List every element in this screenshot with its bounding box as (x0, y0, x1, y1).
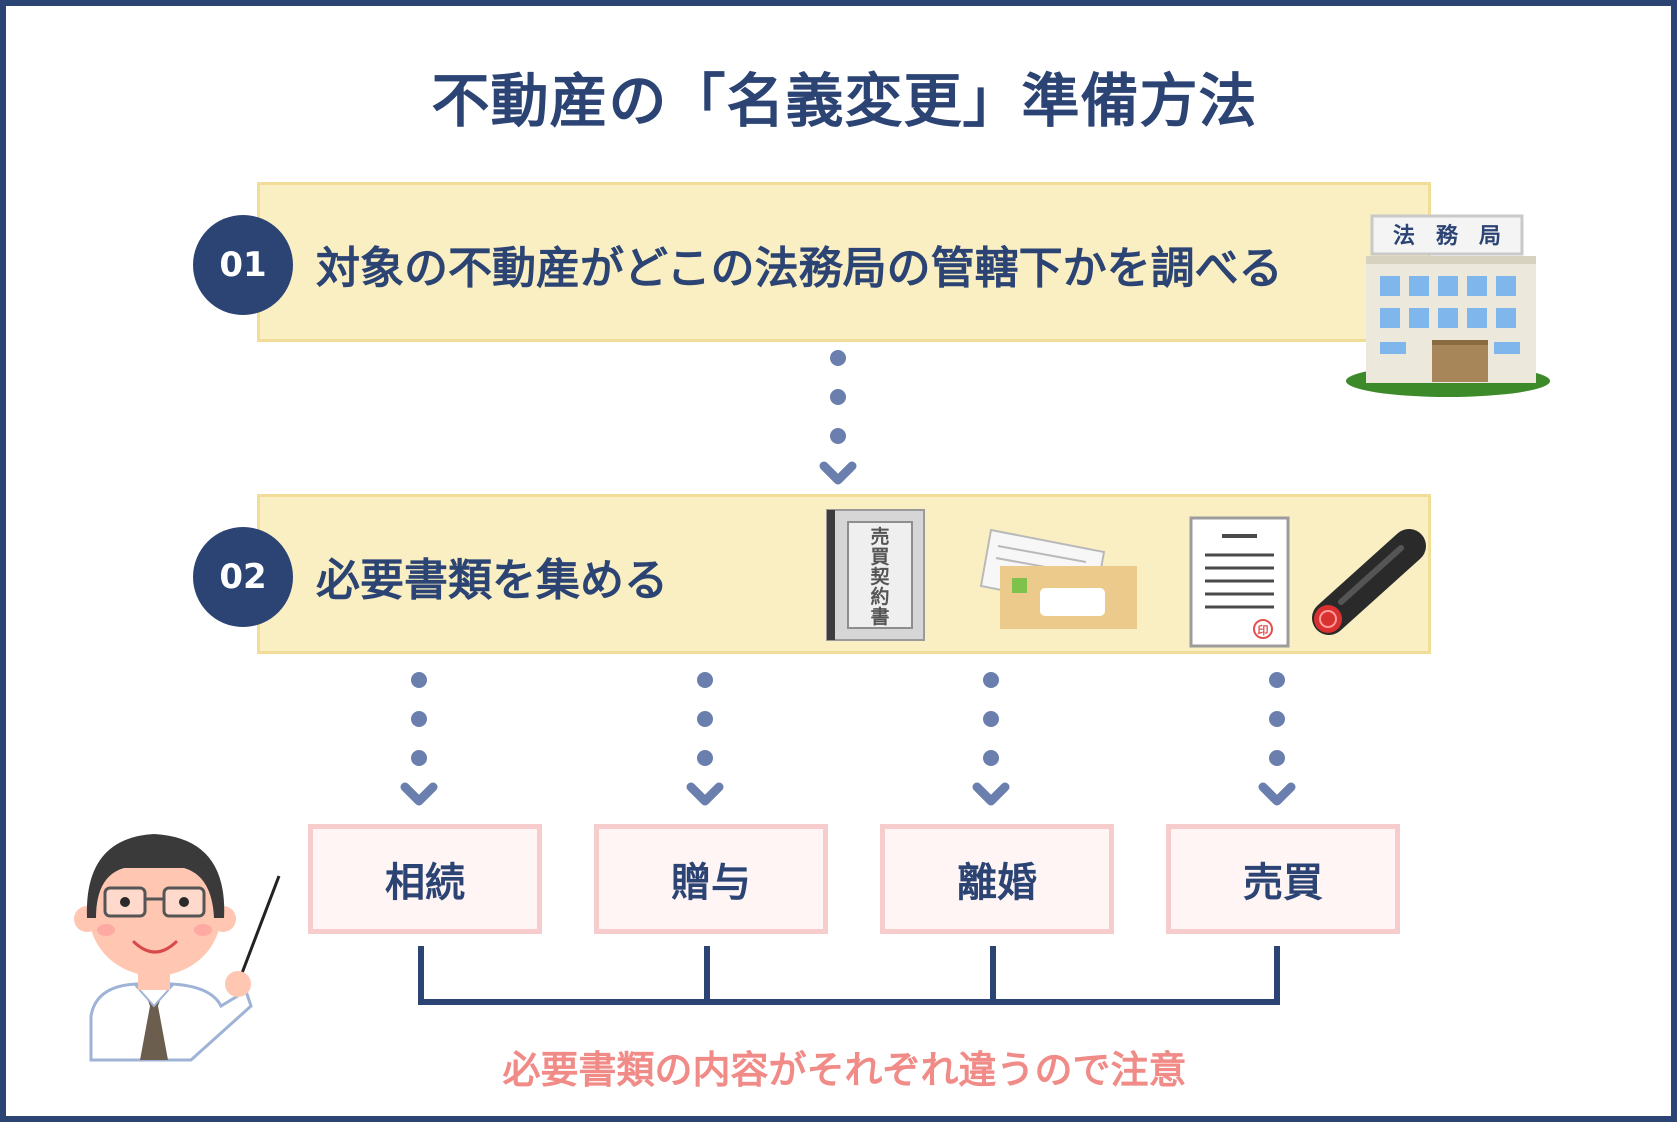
graphics-layer: 法 務 局 売 買 契 約 書 (74, 214, 1550, 1062)
envelope-icon (979, 528, 1137, 629)
case-divorce: 離婚 (880, 824, 1114, 934)
contract-label-char: 売 (870, 525, 889, 548)
step-2-text: 必要書類を集める (316, 555, 668, 606)
step-2-number: 02 (193, 527, 293, 627)
contract-label-char: 買 (870, 546, 889, 568)
contract-label-char: 約 (870, 585, 889, 608)
connector-case-1 (400, 672, 438, 806)
page-title: 不動産の「名義変更」準備方法 (431, 67, 1258, 135)
connector-case-3 (972, 672, 1010, 806)
connector-step1-step2 (819, 350, 857, 485)
caution-note: 必要書類の内容がそれぞれ違うので注意 (502, 1048, 1187, 1092)
hanko-stamp-icon (1312, 529, 1426, 635)
teacher-character-icon (74, 834, 281, 1062)
stamped-document-icon: 印 (1189, 516, 1290, 648)
cases-bracket (418, 946, 1280, 1005)
step-1-number: 01 (193, 215, 293, 315)
building-sign-char: 務 (1436, 223, 1459, 249)
step-1-text: 対象の不動産がどこの法務局の管轄下かを調べる (316, 243, 1283, 294)
building-sign-char: 局 (1479, 224, 1501, 249)
legal-affairs-bureau-icon: 法 務 局 (1346, 214, 1550, 397)
contract-label-char: 書 (870, 606, 889, 628)
case-gift: 贈与 (594, 824, 828, 934)
seal-mark-text: 印 (1258, 624, 1269, 637)
step-1-box (257, 182, 1431, 342)
contract-label-char: 契 (869, 565, 890, 588)
building-sign-char: 法 (1393, 224, 1415, 249)
case-sale: 売買 (1166, 824, 1400, 934)
case-inheritance: 相続 (308, 824, 542, 934)
connector-case-4 (1258, 672, 1296, 806)
sales-contract-icon: 売 買 契 約 書 (826, 509, 925, 641)
connector-case-2 (686, 672, 724, 806)
